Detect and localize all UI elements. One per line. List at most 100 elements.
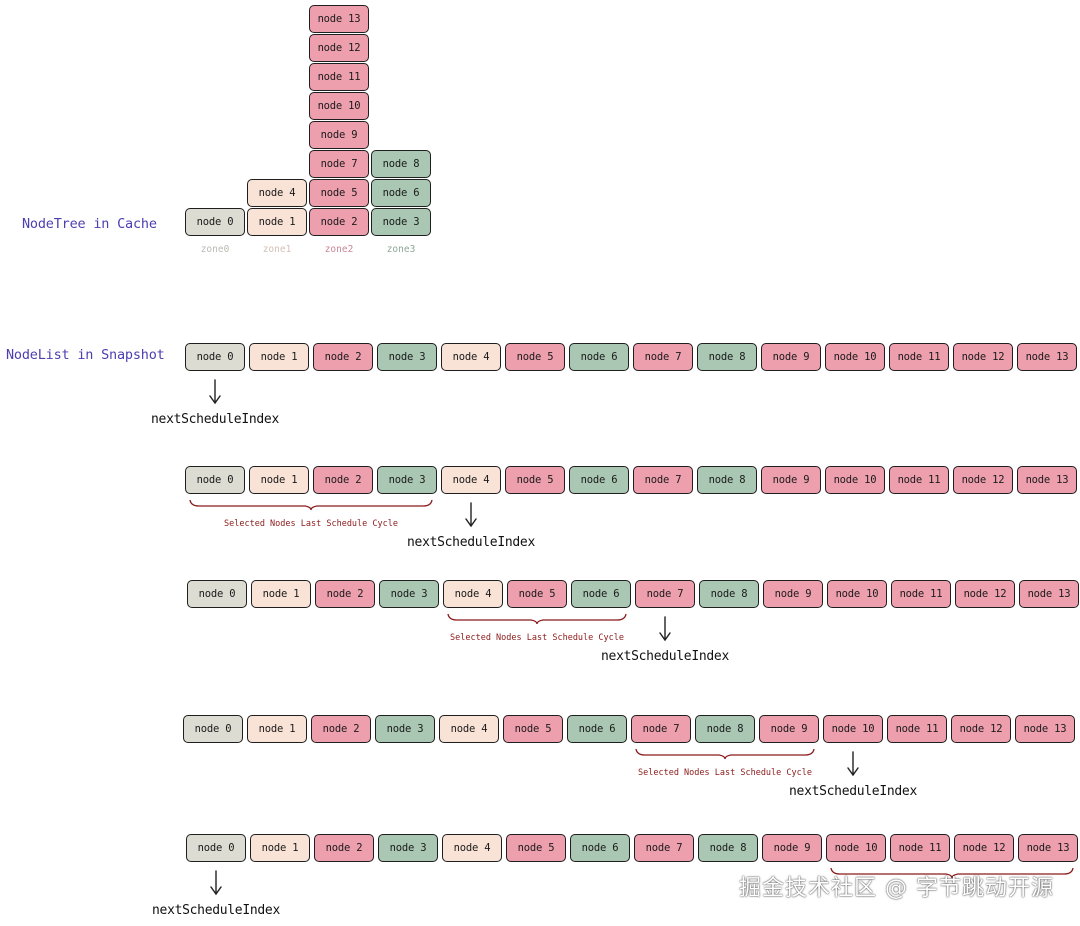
row0-node-12: node 12: [953, 343, 1013, 371]
row3-next-index-label: nextScheduleIndex: [789, 784, 917, 799]
row1-node-11: node 11: [889, 466, 949, 494]
row4-node-11: node 11: [890, 834, 950, 862]
tree-node-0: node 0: [185, 208, 245, 236]
row3-node-10: node 10: [823, 715, 883, 743]
watermark: 掘金技术社区 @ 字节跳动开源: [739, 876, 1054, 901]
row4-node-13: node 13: [1018, 834, 1078, 862]
row4-node-5: node 5: [506, 834, 566, 862]
row0-node-7: node 7: [633, 343, 693, 371]
row3-node-12: node 12: [951, 715, 1011, 743]
row4-next-index-label: nextScheduleIndex: [152, 903, 280, 918]
row1-node-7: node 7: [633, 466, 693, 494]
row2-node-8: node 8: [699, 580, 759, 608]
row4-node-7: node 7: [634, 834, 694, 862]
row2-node-10: node 10: [827, 580, 887, 608]
row2-node-13: node 13: [1019, 580, 1079, 608]
row1-node-0: node 0: [185, 466, 245, 494]
row2-node-0: node 0: [187, 580, 247, 608]
row3-node-6: node 6: [567, 715, 627, 743]
row4-node-0: node 0: [186, 834, 246, 862]
row1-selected-brace: [189, 499, 433, 511]
zone-label-2: zone2: [324, 244, 354, 255]
row4-node-2: node 2: [314, 834, 374, 862]
row2-next-index-label: nextScheduleIndex: [601, 649, 729, 664]
row2-node-3: node 3: [379, 580, 439, 608]
tree-title: NodeTree in Cache: [22, 216, 157, 232]
row2-selected-label: Selected Nodes Last Schedule Cycle: [450, 633, 624, 643]
row0-node-6: node 6: [569, 343, 629, 371]
tree-node-5: node 5: [309, 179, 369, 207]
row3-node-11: node 11: [887, 715, 947, 743]
zone-label-0: zone0: [200, 244, 230, 255]
tree-node-1: node 1: [247, 208, 307, 236]
row4-node-1: node 1: [250, 834, 310, 862]
row4-node-8: node 8: [698, 834, 758, 862]
row3-node-3: node 3: [375, 715, 435, 743]
row2-node-9: node 9: [763, 580, 823, 608]
row1-node-5: node 5: [505, 466, 565, 494]
zone-label-1: zone1: [262, 244, 292, 255]
row1-selected-label: Selected Nodes Last Schedule Cycle: [224, 519, 398, 529]
row0-node-9: node 9: [761, 343, 821, 371]
row4-node-9: node 9: [762, 834, 822, 862]
row1-node-8: node 8: [697, 466, 757, 494]
row2-node-6: node 6: [571, 580, 631, 608]
row1-next-index-label: nextScheduleIndex: [407, 535, 535, 550]
tree-node-10: node 10: [309, 92, 369, 120]
tree-node-11: node 11: [309, 63, 369, 91]
row3-node-1: node 1: [247, 715, 307, 743]
tree-node-9: node 9: [309, 121, 369, 149]
row1-node-4: node 4: [441, 466, 501, 494]
row3-next-arrow-icon: [847, 751, 859, 777]
zone-label-3: zone3: [386, 244, 416, 255]
row2-selected-brace: [447, 613, 627, 625]
tree-node-6: node 6: [371, 179, 431, 207]
row0-node-0: node 0: [185, 343, 245, 371]
row3-node-13: node 13: [1015, 715, 1075, 743]
row4-node-6: node 6: [570, 834, 630, 862]
tree-node-12: node 12: [309, 34, 369, 62]
row2-node-11: node 11: [891, 580, 951, 608]
row1-node-13: node 13: [1017, 466, 1077, 494]
tree-node-7: node 7: [309, 150, 369, 178]
row3-node-5: node 5: [503, 715, 563, 743]
row1-node-9: node 9: [761, 466, 821, 494]
tree-node-8: node 8: [371, 150, 431, 178]
row0-node-4: node 4: [441, 343, 501, 371]
row4-node-10: node 10: [826, 834, 886, 862]
row0-node-2: node 2: [313, 343, 373, 371]
row0-node-1: node 1: [249, 343, 309, 371]
row0-next-index-label: nextScheduleIndex: [151, 412, 279, 427]
row1-next-arrow-icon: [465, 502, 477, 528]
row2-node-2: node 2: [315, 580, 375, 608]
row4-node-4: node 4: [442, 834, 502, 862]
row0-node-5: node 5: [505, 343, 565, 371]
row2-node-1: node 1: [251, 580, 311, 608]
row1-node-10: node 10: [825, 466, 885, 494]
row2-node-5: node 5: [507, 580, 567, 608]
row1-node-3: node 3: [377, 466, 437, 494]
row3-node-0: node 0: [183, 715, 243, 743]
row4-next-arrow-icon: [210, 870, 222, 896]
row0-node-3: node 3: [377, 343, 437, 371]
row1-node-1: node 1: [249, 466, 309, 494]
row1-node-6: node 6: [569, 466, 629, 494]
row1-node-12: node 12: [953, 466, 1013, 494]
row3-node-9: node 9: [759, 715, 819, 743]
row2-node-7: node 7: [635, 580, 695, 608]
row4-selected-brace: [830, 867, 1074, 879]
row2-node-12: node 12: [955, 580, 1015, 608]
row3-node-4: node 4: [439, 715, 499, 743]
row0-node-8: node 8: [697, 343, 757, 371]
tree-node-4: node 4: [247, 179, 307, 207]
row0-node-13: node 13: [1017, 343, 1077, 371]
row4-node-12: node 12: [954, 834, 1014, 862]
row0-next-arrow-icon: [209, 379, 221, 405]
row3-selected-label: Selected Nodes Last Schedule Cycle: [638, 768, 812, 778]
row1-node-2: node 2: [313, 466, 373, 494]
row0-node-11: node 11: [889, 343, 949, 371]
row3-node-7: node 7: [631, 715, 691, 743]
row2-node-4: node 4: [443, 580, 503, 608]
tree-node-2: node 2: [309, 208, 369, 236]
